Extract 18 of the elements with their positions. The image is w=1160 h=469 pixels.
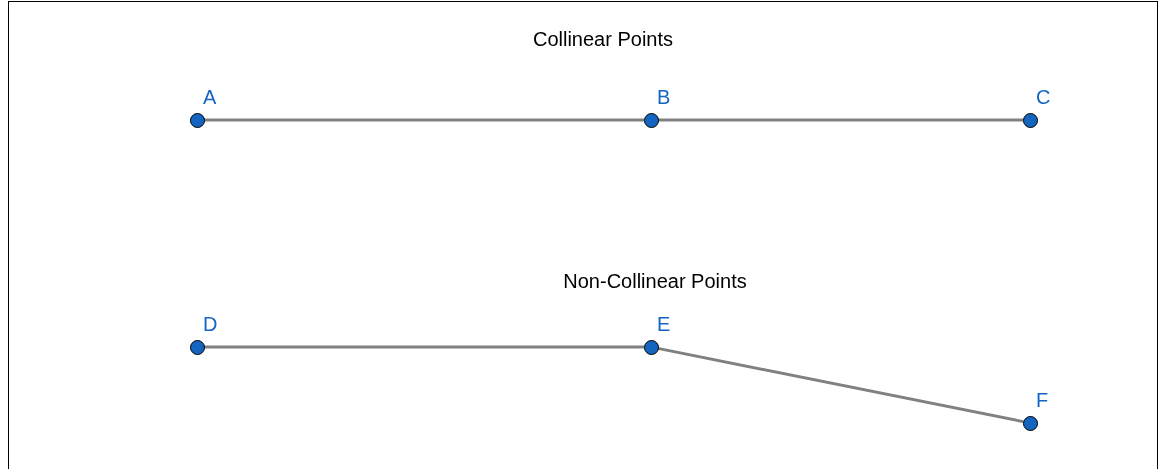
point-label: C (1036, 87, 1051, 107)
point-marker (189, 112, 205, 128)
point-label: B (657, 87, 671, 107)
line-segment (657, 346, 1024, 424)
line-segment (658, 118, 1023, 122)
heading: Non-Collinear Points (563, 271, 747, 291)
point-marker (189, 339, 205, 355)
point-label: E (657, 314, 671, 334)
point-marker (643, 112, 659, 128)
heading: Collinear Points (532, 29, 674, 49)
point-marker (1022, 112, 1038, 128)
point-label: F (1036, 390, 1049, 410)
line-segment (204, 118, 644, 122)
point-marker (643, 339, 659, 355)
point-label: A (203, 87, 217, 107)
point-label: D (203, 314, 218, 334)
line-segment (204, 345, 644, 349)
point-marker (1022, 415, 1038, 431)
